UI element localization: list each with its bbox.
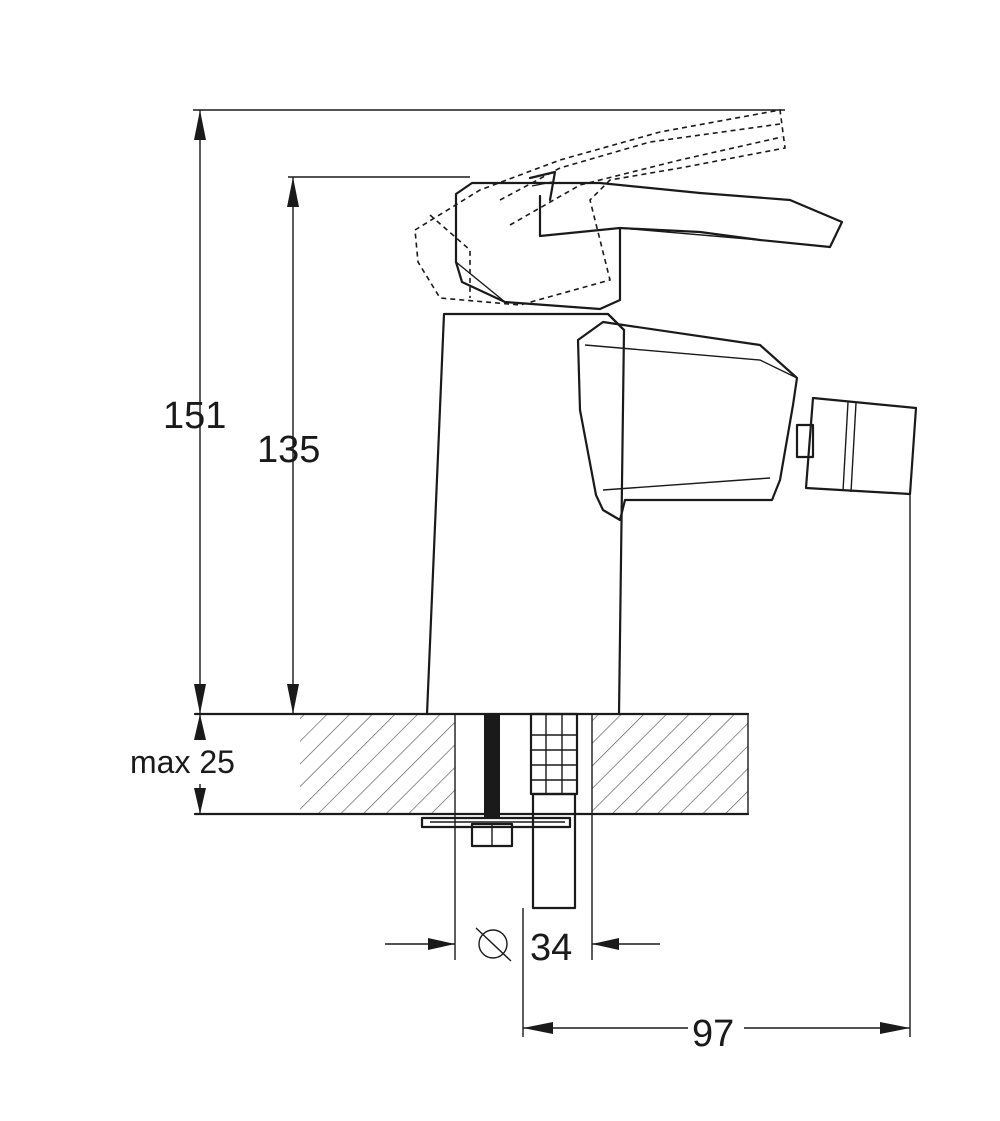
dimension-label-34: 34 — [530, 927, 572, 969]
dimension-135 — [287, 176, 470, 714]
lever-handle — [454, 170, 844, 311]
bidet-spout — [576, 320, 799, 522]
dimension-label-97: 97 — [692, 1013, 734, 1055]
dimension-max-25 — [194, 714, 206, 814]
dimension-hole-diameter — [385, 814, 660, 960]
dimension-97 — [522, 494, 911, 1046]
dimension-label-135: 135 — [257, 429, 320, 471]
mounting-hardware — [420, 712, 579, 910]
diameter-symbol-icon — [475, 927, 512, 962]
dimension-151 — [193, 109, 785, 714]
dimension-label-max-25: max 25 — [130, 744, 235, 780]
faucet-body — [425, 312, 626, 716]
lever-handle-alt-position — [414, 109, 786, 306]
dimension-label-151: 151 — [163, 395, 226, 437]
spray-nozzle — [795, 396, 918, 496]
countertop-section — [193, 712, 750, 816]
